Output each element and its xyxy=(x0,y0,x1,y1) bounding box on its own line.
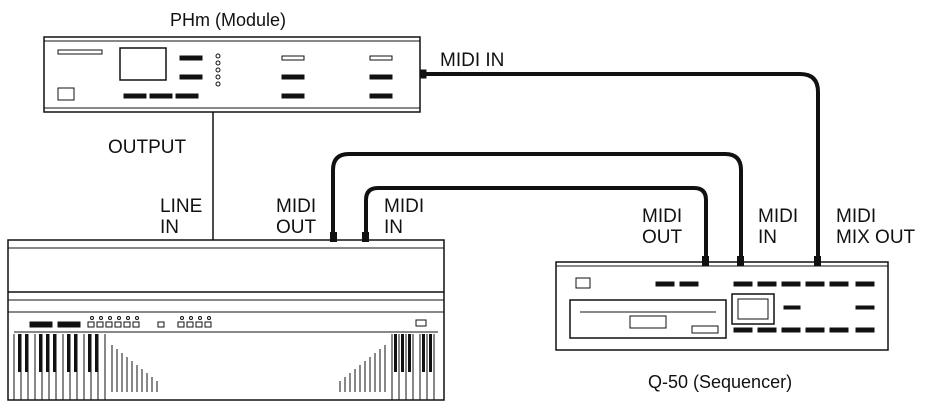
black-key xyxy=(18,334,21,372)
cable-plugs xyxy=(330,232,821,266)
black-key xyxy=(25,334,28,372)
seq-midi-out-label: MIDI OUT xyxy=(642,206,683,248)
black-key xyxy=(429,334,432,372)
seq-midi-in-label: MIDI IN xyxy=(758,206,799,248)
black-key xyxy=(394,334,397,372)
black-key xyxy=(46,334,49,372)
black-key xyxy=(408,334,411,372)
piano-line-in-label: LINE IN xyxy=(160,196,203,238)
q50-sequencer-unit xyxy=(555,261,889,351)
digital-piano-unit xyxy=(7,239,445,401)
black-key xyxy=(67,334,70,372)
phm-module-title: PHm (Module) xyxy=(170,10,287,30)
seq-midi-mix-out-label: MIDI MIX OUT xyxy=(836,206,916,248)
black-key xyxy=(401,334,404,372)
black-key xyxy=(422,334,425,372)
piano-midi-out-label: MIDI OUT xyxy=(276,196,317,238)
black-key xyxy=(53,334,56,372)
phm-module-unit xyxy=(43,36,427,113)
piano-midi-in-label: MIDI IN xyxy=(384,196,425,238)
module-midi-in-label: MIDI IN xyxy=(440,50,505,71)
black-key xyxy=(74,334,77,372)
cables xyxy=(212,72,820,262)
black-key xyxy=(39,334,42,372)
black-key xyxy=(88,334,91,372)
q50-sequencer-title: Q-50 (Sequencer) xyxy=(648,372,793,392)
black-key xyxy=(95,334,98,372)
module-output-label: OUTPUT xyxy=(108,137,187,158)
piano-keys xyxy=(13,334,435,400)
